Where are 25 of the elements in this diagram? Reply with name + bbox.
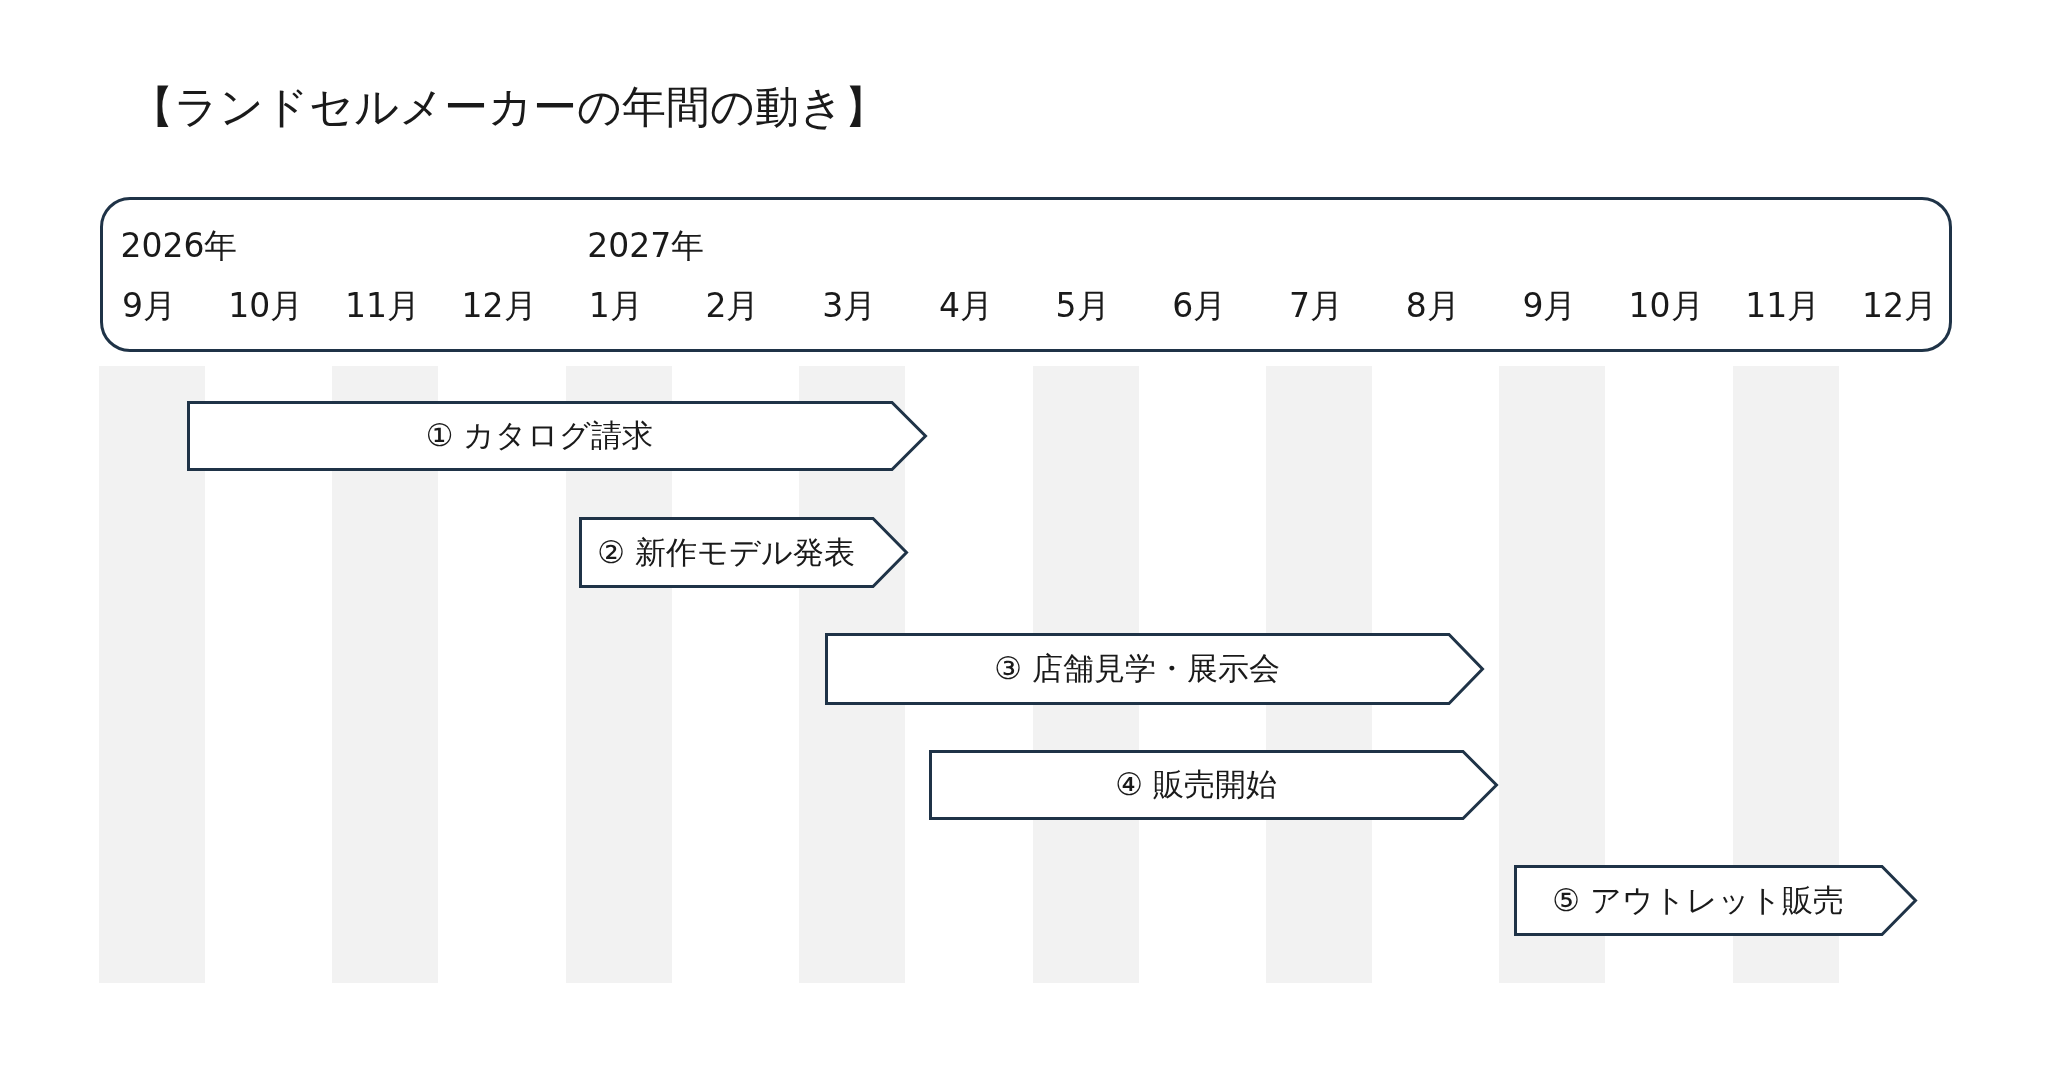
month-label: 12月 bbox=[1862, 285, 1937, 327]
task-label: ① カタログ請求 bbox=[425, 416, 654, 455]
task-label: ④ 販売開始 bbox=[1115, 765, 1277, 804]
month-label: 10月 bbox=[228, 285, 304, 327]
month-label: 11月 bbox=[1745, 285, 1821, 327]
month-label: 8月 bbox=[1405, 285, 1460, 327]
task-label: ③ 店舗見学・展示会 bbox=[994, 649, 1280, 688]
month-label: 9月 bbox=[122, 285, 176, 327]
month-label: 12月 bbox=[461, 285, 537, 327]
timeline-header bbox=[100, 197, 1952, 352]
month-label: 11月 bbox=[344, 285, 420, 327]
year-label: 2027年 bbox=[587, 225, 705, 267]
task-label: ⑤ アウトレット販売 bbox=[1552, 880, 1844, 920]
month-label: 4月 bbox=[938, 285, 993, 327]
month-label: 10月 bbox=[1628, 285, 1704, 327]
month-label: 2月 bbox=[705, 285, 760, 327]
chart-title: 【ランドセルメーカーの年間の動き】 bbox=[130, 80, 888, 134]
month-label: 6月 bbox=[1172, 285, 1227, 327]
month-label: 9月 bbox=[1522, 285, 1577, 327]
year-label: 2026年 bbox=[120, 225, 238, 267]
month-label: 5月 bbox=[1055, 285, 1110, 327]
month-label: 7月 bbox=[1289, 285, 1343, 327]
task-label: ② 新作モデル発表 bbox=[597, 532, 855, 572]
month-label: 1月 bbox=[588, 285, 643, 327]
month-label: 3月 bbox=[822, 285, 877, 327]
